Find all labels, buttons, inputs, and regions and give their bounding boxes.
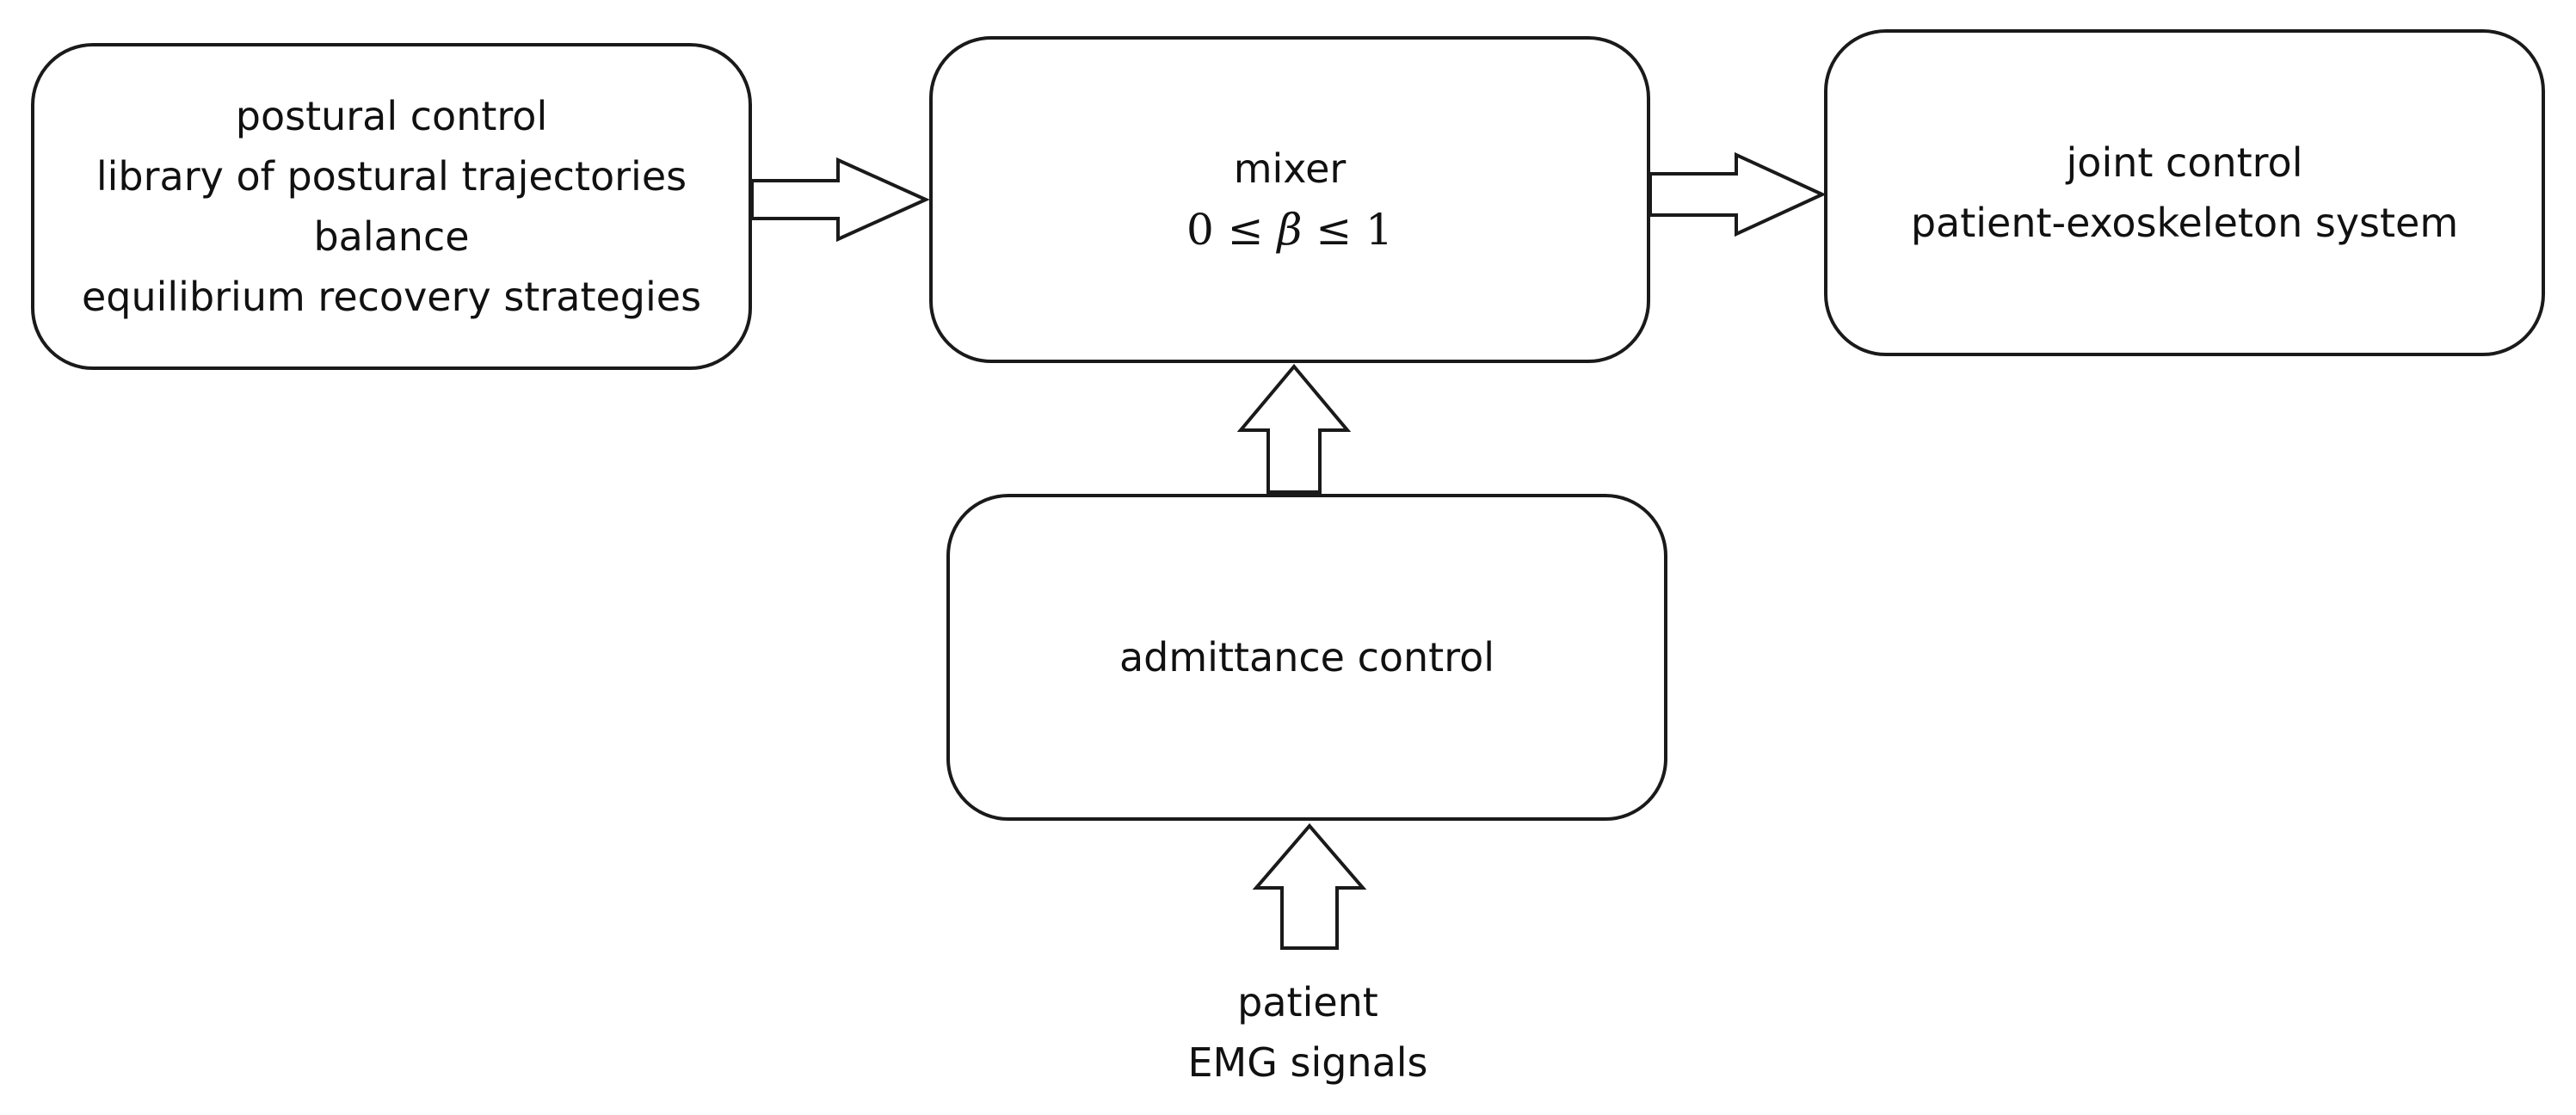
mixer-formula: 0 ≤ β ≤ 1 [1186, 199, 1393, 261]
admittance-title: admittance control [1119, 634, 1495, 681]
joint-line-2: patient-exoskeleton system [1910, 200, 2459, 246]
arrow-postural-to-mixer [750, 157, 930, 243]
beta-symbol: β [1277, 205, 1303, 255]
formula-left: 0 ≤ [1186, 205, 1278, 255]
arrow-mixer-to-joint [1649, 151, 1827, 237]
formula-right: ≤ 1 [1302, 205, 1393, 255]
arrow-admittance-to-mixer [1236, 363, 1352, 494]
mixer-title: mixer [1233, 145, 1347, 192]
mixer-box: mixer 0 ≤ β ≤ 1 [929, 36, 1650, 363]
postural-control-box: postural control library of postural tra… [31, 43, 752, 370]
arrow-patient-to-admittance [1252, 822, 1367, 950]
patient-emg-label: patient EMG signals [1058, 972, 1557, 1093]
postural-line-4: equilibrium recovery strategies [81, 274, 702, 320]
input-line-1: patient [1237, 979, 1378, 1026]
postural-line-2: library of postural trajectories [96, 153, 687, 200]
postural-line-3: balance [313, 213, 470, 260]
postural-line-1: postural control [235, 93, 548, 139]
joint-line-1: joint control [2066, 139, 2303, 186]
input-line-2: EMG signals [1187, 1039, 1428, 1086]
admittance-control-box: admittance control [946, 494, 1667, 821]
joint-control-box: joint control patient-exoskeleton system [1824, 29, 2545, 356]
